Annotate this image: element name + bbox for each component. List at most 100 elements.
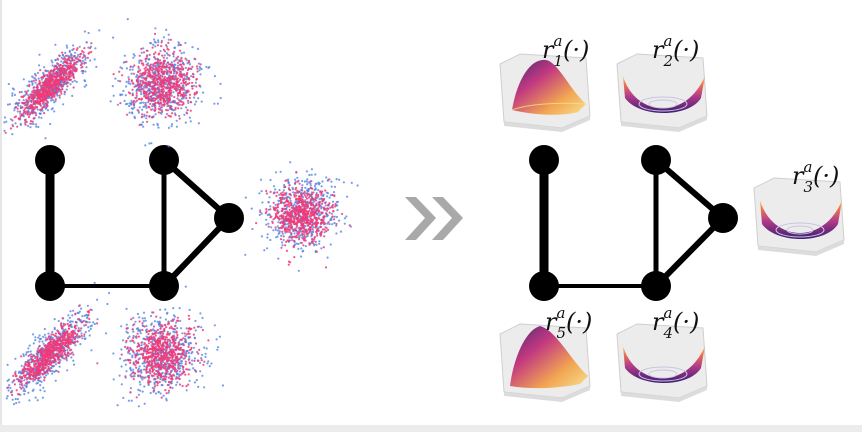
scatter-point: [57, 330, 59, 332]
scatter-point: [150, 315, 152, 317]
scatter-point: [312, 226, 314, 228]
scatter-point: [305, 222, 307, 224]
scatter-point: [261, 235, 263, 237]
scatter-point: [44, 328, 46, 330]
scatter-point: [172, 91, 174, 93]
scatter-point: [50, 74, 52, 76]
scatter-point: [283, 223, 285, 225]
scatter-point: [288, 261, 290, 263]
scatter-point: [81, 335, 83, 337]
scatter-point: [179, 118, 181, 120]
scatter-point: [304, 180, 306, 182]
scatter-point: [277, 229, 279, 231]
scatter-point: [164, 70, 166, 72]
scatter-point: [187, 61, 189, 63]
scatter-point: [73, 64, 75, 66]
scatter-point: [96, 322, 98, 324]
scatter-point: [266, 192, 268, 194]
scatter-point: [53, 341, 55, 343]
scatter-point: [129, 367, 131, 369]
scatter-point: [54, 318, 56, 320]
scatter-point: [177, 41, 179, 43]
scatter-point: [179, 68, 181, 70]
scatter-point: [55, 380, 57, 382]
scatter-point: [56, 353, 58, 355]
scatter-point: [68, 57, 70, 59]
scatter-point: [170, 39, 172, 41]
scatter-point: [72, 74, 74, 76]
scatter-point: [290, 214, 292, 216]
scatter-point: [37, 126, 39, 128]
scatter-point: [315, 224, 317, 226]
scatter-point: [287, 229, 289, 231]
scatter-point: [168, 34, 170, 36]
scatter-point: [60, 91, 62, 93]
scatter-point: [317, 194, 319, 196]
scatter-point: [175, 73, 177, 75]
scatter-point: [136, 89, 138, 91]
scatter-point: [297, 212, 299, 214]
scatter-point: [168, 115, 170, 117]
scatter-point: [51, 333, 53, 335]
scatter-point: [7, 386, 9, 388]
scatter-point: [27, 359, 29, 361]
scatter-point: [292, 191, 294, 193]
scatter-point: [124, 100, 126, 102]
scatter-point: [67, 346, 69, 348]
scatter-point: [269, 208, 271, 210]
scatter-point: [161, 111, 163, 113]
scatter-point: [275, 195, 277, 197]
scatter-point: [82, 60, 84, 62]
scatter-point: [297, 221, 299, 223]
scatter-point: [297, 181, 299, 183]
scatter-point: [89, 334, 91, 336]
scatter-point: [33, 80, 35, 82]
scatter-point: [299, 234, 301, 236]
scatter-point: [25, 382, 27, 384]
scatter-point: [52, 92, 54, 94]
scatter-point: [81, 315, 83, 317]
scatter-point: [37, 355, 39, 357]
scatter-point: [301, 201, 303, 203]
scatter-point: [323, 194, 325, 196]
scatter-point: [33, 96, 35, 98]
scatter-point: [30, 350, 32, 352]
scatter-point: [43, 106, 45, 108]
scatter-point: [140, 102, 142, 104]
scatter-point: [188, 82, 190, 84]
scatter-point: [61, 88, 63, 90]
scatter-point: [67, 314, 69, 316]
scatter-point: [84, 338, 86, 340]
scatter-point: [141, 113, 143, 115]
scatter-point: [288, 184, 290, 186]
scatter-point: [78, 312, 80, 314]
scatter-point: [64, 93, 66, 95]
scatter-point: [118, 71, 120, 73]
scatter-point: [67, 351, 69, 353]
scatter-point: [38, 64, 40, 66]
scatter-point: [73, 77, 75, 79]
scatter-point: [142, 106, 144, 108]
scatter-point: [136, 92, 138, 94]
scatter-point: [35, 366, 37, 368]
scatter-point: [131, 400, 133, 402]
scatter-point: [297, 192, 299, 194]
scatter-point: [142, 82, 144, 84]
scatter-point: [340, 231, 342, 233]
scatter-point: [327, 221, 329, 223]
scatter-point: [25, 361, 27, 363]
scatter-point: [293, 246, 295, 248]
scatter-point: [29, 105, 31, 107]
scatter-point: [62, 354, 64, 356]
scatter-point: [270, 226, 272, 228]
scatter-point: [291, 237, 293, 239]
scatter-point: [85, 66, 87, 68]
scatter-point: [54, 343, 56, 345]
scatter-point: [315, 183, 317, 185]
scatter-point: [158, 105, 160, 107]
scatter-point: [280, 238, 282, 240]
scatter-point: [316, 222, 318, 224]
scatter-point: [46, 83, 48, 85]
scatter-point: [133, 73, 135, 75]
scatter-point: [176, 327, 178, 329]
